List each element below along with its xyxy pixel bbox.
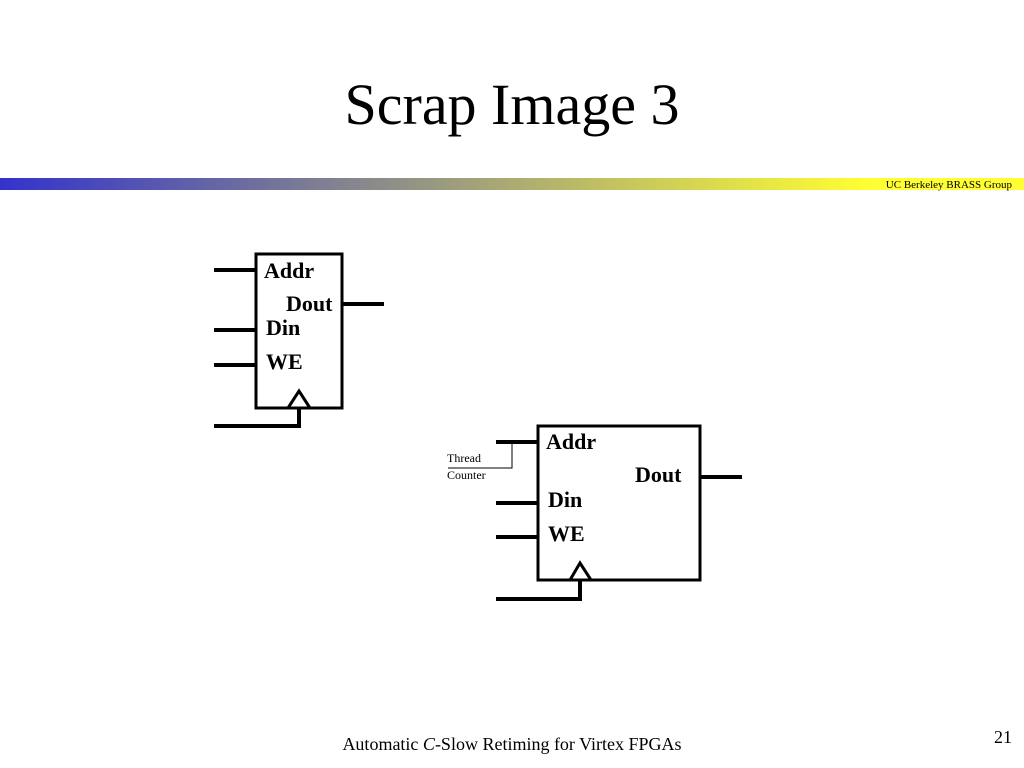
thread-counter-bracket (448, 442, 513, 469)
footer-title-italic: C (422, 734, 435, 754)
addr-label: Addr (264, 258, 314, 283)
din-label: Din (548, 487, 582, 512)
clock-triangle-icon (568, 560, 593, 581)
memory-block-2: Thread Counter Addr Dout Din WE (447, 424, 742, 601)
footer-title-prefix: Automatic (342, 734, 423, 754)
footer-title-suffix: -Slow Retiming for Virtex FPGAs (434, 734, 682, 754)
thread-counter-label-line1: Thread (447, 451, 481, 465)
title-banner (0, 178, 1024, 190)
memory-block-1: Addr Dout Din WE (214, 252, 384, 428)
clock-wire (496, 580, 582, 601)
clock-triangle-icon (286, 388, 312, 409)
addr-label: Addr (546, 429, 596, 454)
we-label: WE (266, 349, 303, 374)
footer-title: Automatic C-Slow Retiming for Virtex FPG… (0, 733, 1024, 755)
slide-title: Scrap Image 3 (344, 72, 680, 137)
clock-wire (214, 408, 301, 428)
din-label: Din (266, 315, 300, 340)
we-label: WE (548, 521, 585, 546)
dout-label: Dout (286, 291, 333, 316)
dout-label: Dout (635, 462, 682, 487)
group-label: UC Berkeley BRASS Group (885, 179, 1012, 191)
thread-counter-label-line2: Counter (447, 468, 486, 482)
page-number: 21 (994, 727, 1012, 747)
